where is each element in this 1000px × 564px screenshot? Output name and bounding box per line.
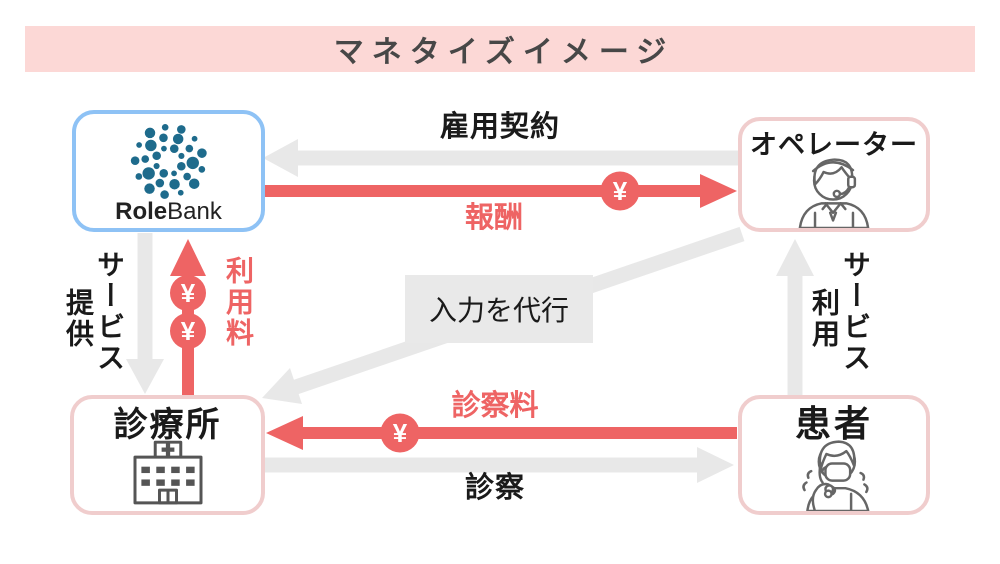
yen-symbol: ¥ — [181, 278, 196, 308]
operator-label: オペレーター — [750, 130, 918, 160]
title-banner: マネタイズイメージ — [25, 26, 975, 72]
arrow-consultation-fee: ¥ — [266, 413, 737, 453]
patient-label: 患者 — [794, 403, 873, 444]
service-use-label-line1: サービス — [840, 250, 871, 374]
arrow-usage-fee: ¥ ¥ — [170, 239, 206, 403]
arrow-compensation: ¥ — [265, 171, 737, 211]
clinic-box: 診療所 — [70, 395, 265, 515]
arrow-service-provision — [126, 233, 164, 394]
service-use-label-line2: 利用 — [809, 288, 840, 350]
yen-badge — [600, 171, 640, 211]
operator-person-icon — [798, 158, 870, 228]
clinic-label: 診療所 — [113, 406, 222, 444]
consultation-fee-label: 診察料 — [451, 390, 539, 422]
input-proxy-label-box: 入力を代行 — [405, 275, 593, 343]
hospital-building-icon — [133, 440, 202, 505]
patient-person-icon — [802, 440, 870, 511]
yen-badge — [170, 313, 206, 349]
employment-contract-label: 雇用契約 — [439, 111, 560, 143]
rolebank-box: RoleBank — [72, 110, 265, 232]
arrow-service-use — [776, 239, 814, 402]
page-title: マネタイズイメージ — [333, 36, 675, 69]
yen-badge — [170, 275, 206, 311]
arrow-employment-contract — [263, 139, 740, 177]
rolebank-brand: RoleBank — [115, 200, 222, 224]
compensation-label: 報酬 — [464, 202, 523, 234]
rolebank-logo-icon — [130, 123, 207, 199]
yen-symbol: ¥ — [393, 418, 408, 448]
consultation-label: 診察 — [464, 472, 525, 504]
input-proxy-label: 入力を代行 — [428, 295, 569, 326]
yen-badge — [380, 413, 420, 453]
yen-symbol: ¥ — [181, 316, 196, 346]
operator-box: オペレーター — [738, 117, 930, 232]
service-provision-label-line2: 提供 — [63, 288, 94, 350]
brand-regular: Bank — [167, 198, 222, 225]
arrow-consultation — [265, 447, 734, 483]
usage-fee-label: 利用料 — [223, 256, 254, 349]
patient-box: 患者 — [738, 395, 930, 515]
service-provision-label-line1: サービス — [94, 250, 125, 374]
yen-symbol: ¥ — [613, 176, 628, 206]
brand-bold: Role — [115, 198, 168, 225]
